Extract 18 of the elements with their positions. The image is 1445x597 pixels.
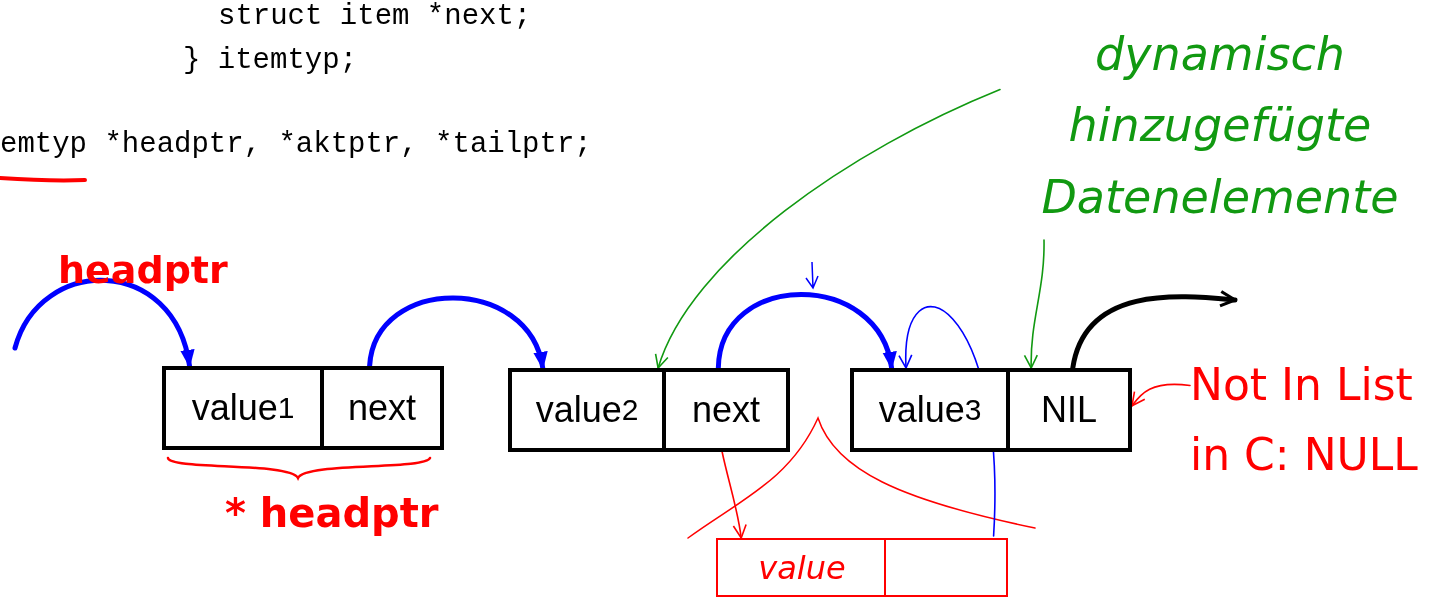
code-line: emtyp *headptr, *aktptr, *tailptr; bbox=[0, 128, 592, 161]
arrow bbox=[656, 88, 1001, 369]
note-text: in C: NULL bbox=[1190, 428, 1418, 482]
handwritten-note: dynamisch hinzugefügte Datenelemente bbox=[1000, 12, 1440, 240]
value-cell: value bbox=[718, 540, 886, 595]
arrow bbox=[367, 295, 546, 371]
edge-label: headptr bbox=[58, 248, 228, 292]
note-text: Not In List bbox=[1190, 357, 1413, 412]
arrow bbox=[1131, 383, 1191, 407]
arrow bbox=[715, 292, 895, 371]
list-element-sketch bbox=[716, 538, 1008, 597]
code-line: } itemtyp; bbox=[183, 44, 358, 77]
arrow bbox=[721, 451, 747, 539]
code-line: struct item *next; bbox=[218, 0, 532, 33]
arrow bbox=[12, 278, 193, 369]
handwritten-label: * headptr bbox=[225, 490, 439, 536]
arrow bbox=[1070, 289, 1238, 371]
arrow bbox=[1024, 239, 1045, 369]
